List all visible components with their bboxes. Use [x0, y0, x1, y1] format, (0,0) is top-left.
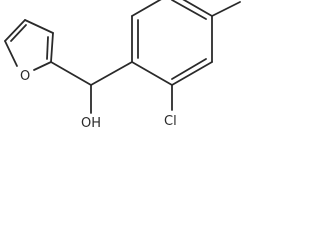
bond-furan-c5-c4-inner — [10, 24, 27, 42]
bond-benz-c1-c2 — [131, 61, 173, 86]
hydroxyl-label: OH — [81, 116, 101, 131]
bond-furan-c4-c3 — [24, 19, 54, 34]
bond-benz-c2-c3 — [171, 61, 213, 86]
bond-benz-c4-c5 — [182, 0, 213, 17]
carbinol-center — [50, 61, 133, 114]
bond-furan-c3-c2 — [50, 32, 54, 63]
bond-carbinol-to-benzene — [90, 61, 133, 86]
bond-furan-c3-c2-inner — [46, 36, 49, 60]
benzene-ring — [131, 0, 213, 86]
bond-benz-c5-c6 — [131, 0, 162, 17]
chloro-label: Cl — [164, 114, 177, 129]
bond-benz-c4-c5-inner — [171, 0, 207, 20]
bond-furan-c5-c4 — [4, 19, 26, 42]
bond-furan-o-c5 — [4, 40, 18, 67]
molecule-diagram: O OH Cl — [4, 0, 241, 131]
bond-furan-to-carbinol — [50, 61, 92, 86]
bond-benz-c2-c3-inner — [171, 58, 207, 80]
ring-oxygen-label: O — [20, 69, 30, 84]
furan-ring — [4, 19, 54, 71]
bond-methyl — [211, 1, 241, 17]
bond-furan-c2-o — [33, 61, 52, 71]
